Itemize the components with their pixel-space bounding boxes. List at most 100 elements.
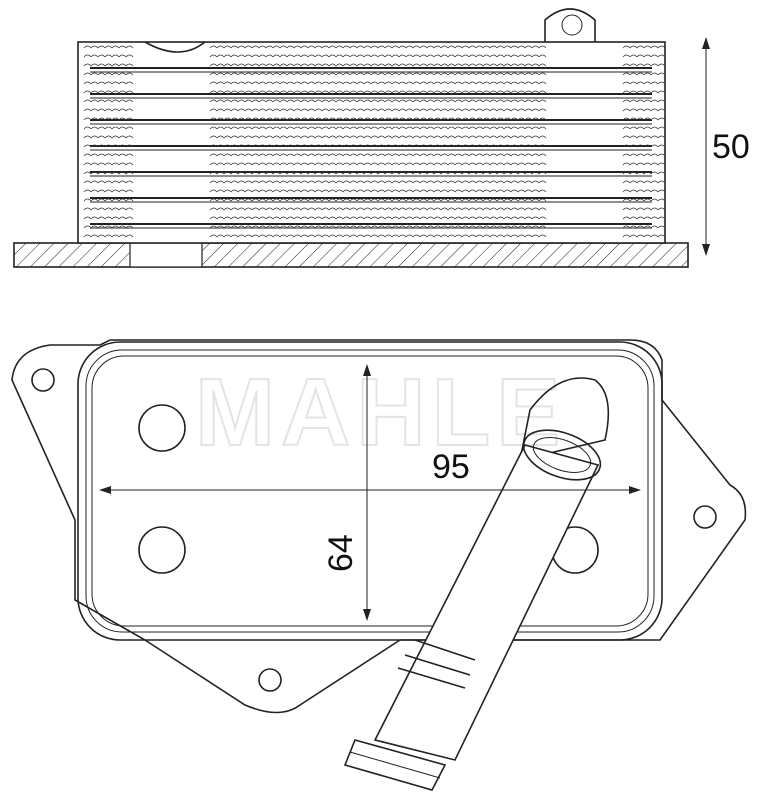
cooler-plate-line (475, 90, 484, 94)
cooler-plate-line (370, 162, 379, 166)
cooler-plate-line (538, 63, 547, 67)
cooler-plate-line (230, 81, 239, 85)
cooler-plate-line (244, 45, 253, 49)
cooler-plate-line (279, 198, 288, 202)
cooler-plate-line (419, 135, 428, 139)
cooler-plate-line (293, 108, 302, 112)
cooler-plate-line (398, 153, 407, 157)
cooler-plate-line (447, 162, 456, 166)
cooler-plate-line (328, 180, 337, 184)
cooler-plate-line (97, 45, 106, 49)
cooler-plate-line (300, 72, 309, 76)
cooler-plate-line (489, 225, 498, 229)
cooler-plate-line (475, 45, 484, 49)
cooler-plate-line (363, 108, 372, 112)
cooler-plate-line (258, 72, 267, 76)
cooler-plate-line (244, 99, 253, 103)
cooler-plate-line (468, 135, 477, 139)
cooler-plate-line (83, 216, 92, 220)
cooler-plate-line (433, 135, 442, 139)
cooler-plate-line (370, 54, 379, 58)
cooler-plate-line (328, 45, 337, 49)
cooler-plate-line (384, 171, 393, 175)
cooler-plate-line (531, 99, 540, 103)
cooler-plate-line (111, 90, 120, 94)
cooler-plate-line (230, 54, 239, 58)
cooler-plate-line (286, 81, 295, 85)
cooler-plate-line (391, 162, 400, 166)
cooler-plate-line (300, 198, 309, 202)
cooler-plate-line (230, 144, 239, 148)
cooler-plate-line (405, 216, 414, 220)
cooler-plate-line (223, 108, 232, 112)
cooler-plate-line (636, 216, 645, 220)
cooler-plate-line (328, 81, 337, 85)
cooler-plate-line (230, 135, 239, 139)
cooler-plate-line (265, 72, 274, 76)
cooler-plate-line (230, 108, 239, 112)
cooler-plate-line (300, 180, 309, 184)
cooler-plate-line (524, 189, 533, 193)
cooler-plate-line (447, 234, 456, 238)
cooler-plate-line (447, 126, 456, 130)
cooler-plate-line (433, 117, 442, 121)
cooler-plate-line (419, 81, 428, 85)
cooler-plate-line (258, 180, 267, 184)
cooler-plate-line (531, 162, 540, 166)
cooler-plate-line (293, 45, 302, 49)
cooler-plate-line (118, 198, 127, 202)
cooler-plate-line (272, 162, 281, 166)
cooler-plate-line (335, 90, 344, 94)
cooler-plate-line (426, 207, 435, 211)
cooler-plate-line (524, 153, 533, 157)
cooler-plate-line (405, 45, 414, 49)
cooler-plate-line (251, 126, 260, 130)
cooler-plate-line (237, 180, 246, 184)
cooler-plate-line (650, 153, 659, 157)
cooler-plate-line (307, 144, 316, 148)
cooler-plate-line (496, 54, 505, 58)
cooler-plate-line (125, 162, 134, 166)
cooler-plate-line (503, 207, 512, 211)
cooler-plate-line (125, 45, 134, 49)
cooler-plate-line (83, 144, 92, 148)
cooler-plate-line (489, 180, 498, 184)
cooler-plate-line (293, 207, 302, 211)
cooler-plate-line (244, 117, 253, 121)
cooler-plate-line (461, 180, 470, 184)
cooler-plate-line (363, 198, 372, 202)
cooler-plate-line (440, 171, 449, 175)
cooler-plate-line (230, 90, 239, 94)
cooler-plate-line (251, 225, 260, 229)
cooler-plate-line (461, 225, 470, 229)
cooler-plate-line (391, 99, 400, 103)
cooler-plate-line (328, 135, 337, 139)
cooler-plate-line (349, 54, 358, 58)
cooler-plate-line (391, 180, 400, 184)
cooler-plate-line (622, 189, 631, 193)
cooler-plate-line (489, 108, 498, 112)
cooler-plate-line (503, 198, 512, 202)
cooler-plate-line (321, 207, 330, 211)
cooler-plate-line (517, 135, 526, 139)
cooler-plate-line (384, 189, 393, 193)
cooler-plate-line (398, 99, 407, 103)
cooler-plate-line (650, 72, 659, 76)
cooler-plate-line (363, 99, 372, 103)
cooler-plate-line (258, 135, 267, 139)
cooler-plate-line (524, 45, 533, 49)
cooler-plate-line (643, 135, 652, 139)
cooler-plate-line (286, 63, 295, 67)
cooler-plate-line (104, 162, 113, 166)
cooler-plate-line (503, 108, 512, 112)
cooler-plate-line (279, 207, 288, 211)
cooler-plate-line (426, 63, 435, 67)
cooler-plate-line (251, 189, 260, 193)
cooler-plate-line (657, 153, 666, 157)
cooler-plate-line (426, 117, 435, 121)
cooler-plate-line (370, 189, 379, 193)
cooler-plate-line (237, 90, 246, 94)
cooler-plate-line (531, 171, 540, 175)
cooler-plate-line (419, 90, 428, 94)
cooler-plate-line (265, 162, 274, 166)
